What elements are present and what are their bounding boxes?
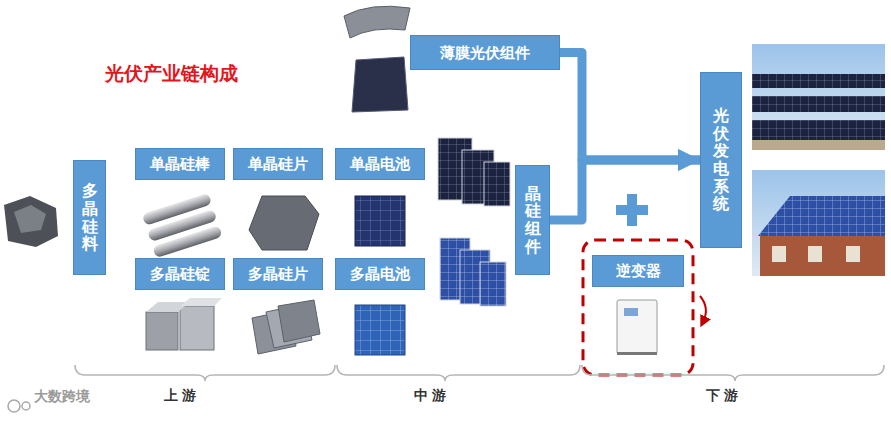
box-label: 晶硅组件: [525, 185, 541, 255]
box-label: 逆变器: [616, 262, 661, 280]
box-label: 薄膜光伏组件: [440, 44, 530, 62]
section-brackets: [75, 365, 884, 381]
poly-wafers: [252, 300, 320, 354]
bracket: [75, 365, 335, 381]
silicon-rods: [142, 193, 223, 258]
ingot: [146, 312, 178, 350]
box-label: 单晶硅片: [248, 155, 308, 173]
pointer-arrow: [700, 296, 706, 322]
flow-arrow: [560, 53, 700, 161]
process-box: 多晶硅料: [73, 160, 106, 275]
box-label: 单晶电池: [350, 155, 410, 173]
box-label: 光伏发电系统: [713, 107, 729, 213]
panel-row: [752, 120, 885, 140]
chunk-shape: [14, 205, 46, 233]
process-box: 光伏发电系统: [700, 72, 742, 248]
panel: [484, 162, 510, 206]
flexible-film: [344, 6, 410, 38]
window: [846, 246, 860, 262]
rod: [152, 225, 222, 258]
bracket: [337, 365, 580, 381]
wafer: [278, 300, 320, 342]
box-label: 多晶硅料: [82, 182, 98, 252]
solar-field-photo: [752, 44, 885, 150]
ingot-top: [180, 298, 222, 306]
mono-wafer: [249, 196, 319, 250]
panel-row: [752, 74, 885, 88]
bracket: [582, 365, 884, 381]
inverter-body: [617, 300, 657, 354]
section-label: 上 游: [164, 387, 197, 405]
logo-ring: [8, 400, 20, 412]
process-box: 单晶硅片: [233, 148, 323, 180]
process-box: 逆变器: [592, 255, 684, 287]
polysilicon-chunk: [4, 196, 58, 247]
inverter-screen: [624, 308, 638, 316]
box-label: 多晶硅片: [248, 265, 308, 283]
process-box: 单晶电池: [335, 148, 425, 180]
mono-panels: [438, 138, 510, 206]
box-label: 多晶硅锭: [150, 265, 210, 283]
process-box: 多晶硅锭: [135, 258, 225, 290]
chunk-shape: [4, 196, 58, 247]
roof-panels: [758, 196, 885, 236]
mono-cell: [355, 196, 405, 246]
logo-ring: [22, 402, 30, 410]
watermark: 大数跨境: [34, 388, 90, 406]
box-label: 多晶电池: [350, 265, 410, 283]
ingot: [180, 306, 214, 350]
plus-bar: [616, 205, 648, 215]
box-label: 单晶硅棒: [150, 155, 210, 173]
house-wall: [760, 236, 885, 276]
process-box: 多晶电池: [335, 258, 425, 290]
section-label: 下 游: [706, 387, 739, 405]
inverter-base: [617, 352, 657, 355]
window: [808, 246, 822, 262]
window: [772, 246, 786, 262]
thin-film-panel: [352, 57, 408, 112]
panel: [480, 262, 506, 306]
plus-sign: [616, 194, 648, 226]
photo-sky: [752, 170, 885, 276]
poly-panels: [440, 238, 506, 306]
diagram-title: 光伏产业链构成: [105, 61, 238, 87]
watermark-logo: [8, 400, 30, 412]
highlight-frame: [583, 240, 693, 375]
process-box: 多晶硅片: [233, 258, 323, 290]
flow-arrow: [550, 160, 700, 220]
section-label: 中 游: [414, 387, 447, 405]
panel-row: [752, 96, 885, 112]
photo-sky: [752, 44, 885, 150]
process-box: 晶硅组件: [515, 165, 550, 275]
inverter-device: [617, 300, 657, 355]
photo-ground: [752, 140, 885, 150]
poly-cell: [355, 305, 405, 355]
rooftop-photo: [752, 170, 885, 276]
process-box: 单晶硅棒: [135, 148, 225, 180]
process-box: 薄膜光伏组件: [410, 35, 560, 70]
silicon-ingots: [146, 298, 222, 350]
